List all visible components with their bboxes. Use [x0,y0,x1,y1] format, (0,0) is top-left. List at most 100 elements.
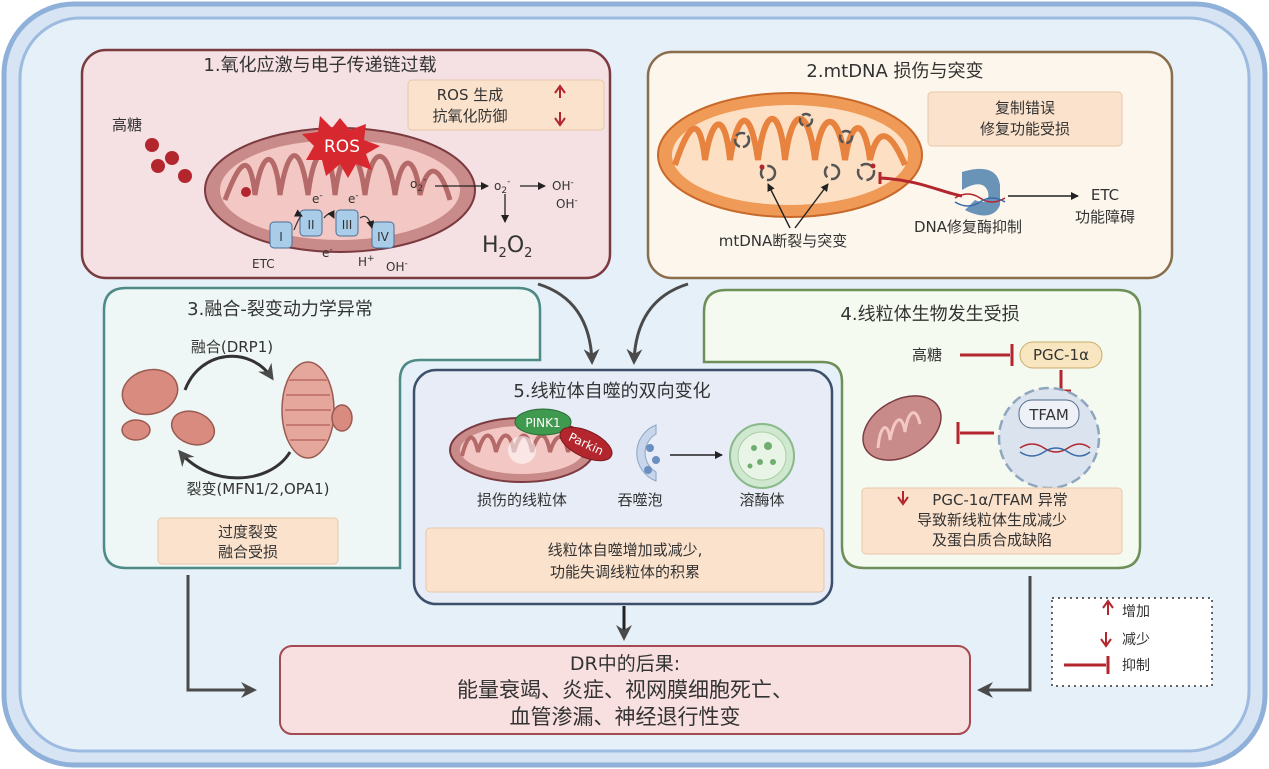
tfam-label: TFAM [1028,406,1069,424]
ros-burst-icon [302,116,380,178]
vesicle-dot [652,456,660,464]
vesicle-dot [644,466,652,474]
complex-IV-label: IV [377,230,390,244]
decrease-arrow-icon [897,491,909,506]
complex-II-icon [299,209,323,237]
increase-arrow-icon [554,84,566,98]
electron-flow-arrow [323,209,335,219]
pgc-label: PGC-1α [1033,346,1089,364]
etc-dysfunction-label: 功能障碍 [1075,208,1135,226]
mtdna-broken-ring-icon [856,162,876,182]
panel5-mitochondrion-icon [449,417,595,483]
fusion-arrow [183,354,274,391]
panel-mitophagy: 5.线粒体自噬的双向变化 PINK1 Parkin 损伤的线粒体 吞噬泡 溶酶体… [412,368,834,606]
panel1-title: 1.氧化应激与电子传递链过载 [203,55,436,76]
legend-decrease: 减少 [1122,632,1150,648]
result-line3: 血管渗漏、神经退行性变 [510,705,741,729]
panel-fusion-fission: 3.融合-裂变动力学异常 融合(DRP1) 裂变(MFN1/2,OPA1) 过度… [102,286,542,570]
decrease-arrow-icon [554,112,566,127]
panel3-title: 3.融合-裂变动力学异常 [187,299,373,320]
electron-flow-arrow [359,215,375,229]
dna-strand-icon [1019,447,1091,457]
oh-label-1: OH- [386,259,408,274]
mtdna-broken-ring-icon [823,163,841,181]
panel2-note-line1: 复制错误 [995,99,1055,117]
legend-inhibit: 抑制 [1122,658,1150,674]
panel-mtdna-damage: 2.mtDNA 损伤与突变 复制错误 修复功能受损 mtDNA断裂与突变 DNA… [646,50,1174,280]
complex-I-label: I [279,230,283,244]
mtdna-pointer-arrow [794,183,829,229]
enzyme-dot [747,463,753,469]
arrow-panel3-to-result [186,575,257,698]
fusion-label: 融合(DRP1) [191,338,273,356]
lysosome-inner [737,431,787,481]
glucose-dot-icon [151,159,165,173]
dna-strand-icon [954,197,1006,207]
pgc-pill [1019,341,1103,369]
panel4-note [861,487,1123,555]
panel3-note-line1: 过度裂变 [218,523,278,541]
fused-cristae [285,379,331,441]
panel4-note-line2: 导致新线粒体生成减少 [917,511,1067,529]
result-panel: DR中的后果: 能量衰竭、炎症、视网膜细胞死亡、 血管渗漏、神经退行性变 [279,645,971,735]
electron-label: e- [322,245,333,260]
legend-box [1051,597,1213,687]
complex-II-label: II [307,218,314,232]
small-mitochondrion-icon [170,410,216,446]
fission-label: 裂变(MFN1/2,OPA1) [186,480,329,498]
oh-label-3: OH- [556,196,578,211]
mtdna-ring-icon [798,112,814,128]
oh-label-2: OH- [552,178,574,193]
legend-increase: 增加 [1122,604,1150,620]
enzyme-dot [751,445,757,451]
repair-label: DNA修复酶抑制 [914,218,1022,236]
panel5-title: 5.线粒体自噬的双向变化 [513,381,710,402]
panel2-note [927,91,1123,147]
mtdna-broken-ring-icon [759,164,777,182]
panel1-high-sugar: 高糖 [112,116,142,134]
decrease-arrow-icon [1100,632,1112,648]
glucose-dot-icon [178,169,192,183]
electron-label: e- [348,191,359,206]
panel-oxidative-stress: 1.氧化应激与电子传递链过载 ROS 生成 抗氧化防御 高糖 ROS I II … [80,48,612,280]
small-mitochondrion-icon [121,368,179,416]
glucose-dot-icon [145,138,159,152]
complex-III-label: III [342,218,353,232]
complex-I-icon [269,221,293,249]
superoxide-label: o2- [410,175,426,194]
mtdna-ring-icon [733,131,751,149]
glucose-dot-icon [165,151,179,165]
pink1-label: PINK1 [525,416,560,430]
small-mitochondrion-icon [121,419,151,441]
panel1-note-line1: ROS 生成 [437,86,504,104]
result-line1: DR中的后果: [570,653,680,675]
panel3-note [157,517,339,565]
repair-enzyme-icon [962,168,1000,216]
panel4-note-line1: PGC-1α/TFAM 异常 [932,491,1067,509]
parkin-badge [559,426,613,462]
superoxide-label-2: o2- [494,177,510,196]
enzyme-dot [770,459,776,465]
enzyme-dot [757,459,763,465]
panel5-note [425,527,825,593]
ros-label: ROS [324,137,360,157]
panel2-title: 2.mtDNA 损伤与突变 [806,61,983,82]
fission-arrow [178,449,292,480]
panel4-high-sugar: 高糖 [912,346,942,364]
vesicle-dot [646,444,654,452]
mutation-dot-icon [870,163,876,169]
panel5-note-line2: 功能失调线粒体的积累 [550,563,700,581]
h-plus-label: H+ [358,254,375,269]
phagosome-label: 吞噬泡 [617,491,662,509]
legend: 增加 减少 抑制 [1051,597,1213,687]
dna-strand-icon [1019,443,1091,453]
panel2-note-line2: 修复功能受损 [980,120,1070,138]
result-line2: 能量衰竭、炎症、视网膜细胞死亡、 [457,678,793,702]
lysosome-label: 溶酶体 [739,491,784,509]
panel5-note-line1: 线粒体自噬增加或减少, [548,541,703,559]
pink1-badge [514,408,572,436]
small-mitochondrion-icon [331,404,353,432]
panel-biogenesis: 4.线粒体生物发生受损 高糖 PGC-1α TFAM PGC-1α/TFAM 异… [702,288,1142,570]
